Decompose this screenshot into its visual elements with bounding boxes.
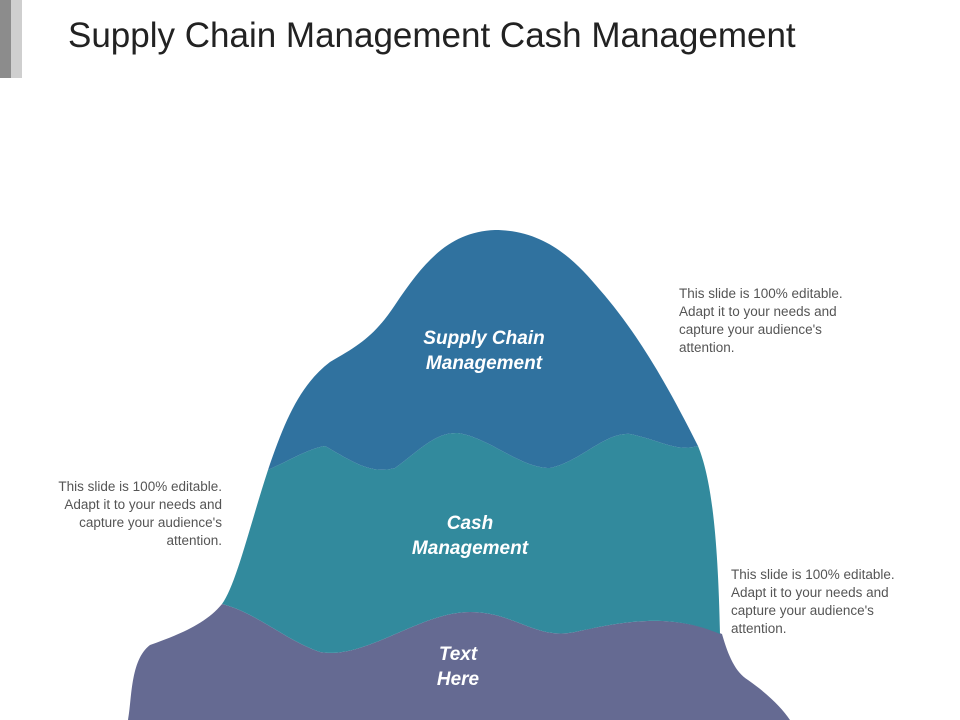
note-middle-left: This slide is 100% editable. Adapt it to… [58,479,222,548]
layer-label-cash-management: Cash Management [411,513,529,559]
layer-label-text-here: Text Here [436,644,480,690]
mountain-layer-top [268,230,698,470]
note-top-right: This slide is 100% editable. Adapt it to… [679,286,843,355]
title-accent-bar-dark [0,0,11,78]
mountain-layer-middle [222,432,720,653]
mountain-layer-bottom [128,604,790,720]
slide-title: Supply Chain Management Cash Management [68,16,796,55]
layer-label-supply-chain-management: Supply Chain Management [423,328,545,374]
title-accent-bar [0,0,22,78]
note-bottom-right: This slide is 100% editable. Adapt it to… [731,567,895,636]
